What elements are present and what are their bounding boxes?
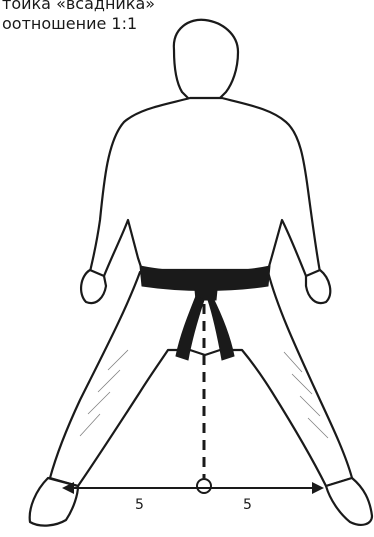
center-point (197, 479, 211, 493)
jacket (90, 98, 320, 276)
measurement-label-left: 5 (135, 497, 144, 513)
head (174, 20, 238, 100)
measurement-label-right: 5 (243, 497, 252, 513)
right-foot (326, 478, 372, 525)
left-hand (81, 270, 106, 303)
arrow-right (312, 482, 324, 494)
right-hand (306, 270, 330, 303)
